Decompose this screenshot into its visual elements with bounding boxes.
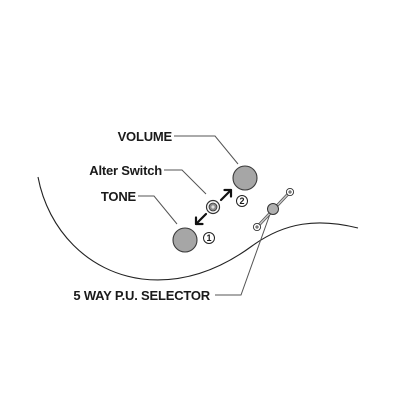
tone-label: TONE xyxy=(101,189,137,204)
position-marker-2-number: 2 xyxy=(239,196,244,206)
position-marker-1: 1 xyxy=(203,232,215,244)
volume-label: VOLUME xyxy=(118,129,173,144)
arrow-down-left-icon xyxy=(194,212,208,226)
selector-leader-line xyxy=(215,213,271,296)
selector-label: 5 WAY P.U. SELECTOR xyxy=(73,288,210,303)
tone-knob[interactable] xyxy=(172,227,198,253)
selector-screw-top xyxy=(285,187,295,197)
alter-switch[interactable] xyxy=(205,199,221,215)
tone-leader-line xyxy=(138,195,178,225)
pickup-selector[interactable] xyxy=(252,187,295,232)
alter-switch-leader-line xyxy=(164,169,207,195)
alter-switch-label: Alter Switch xyxy=(89,163,162,178)
selector-knob[interactable] xyxy=(267,203,279,215)
guitar-body-outline xyxy=(37,176,359,281)
volume-leader-line xyxy=(174,135,239,165)
position-marker-2: 2 xyxy=(236,195,248,207)
arrow-up-right-icon xyxy=(219,188,233,202)
selector-screw-bottom xyxy=(252,222,262,232)
position-marker-1-number: 1 xyxy=(206,233,211,243)
volume-knob[interactable] xyxy=(232,165,258,191)
